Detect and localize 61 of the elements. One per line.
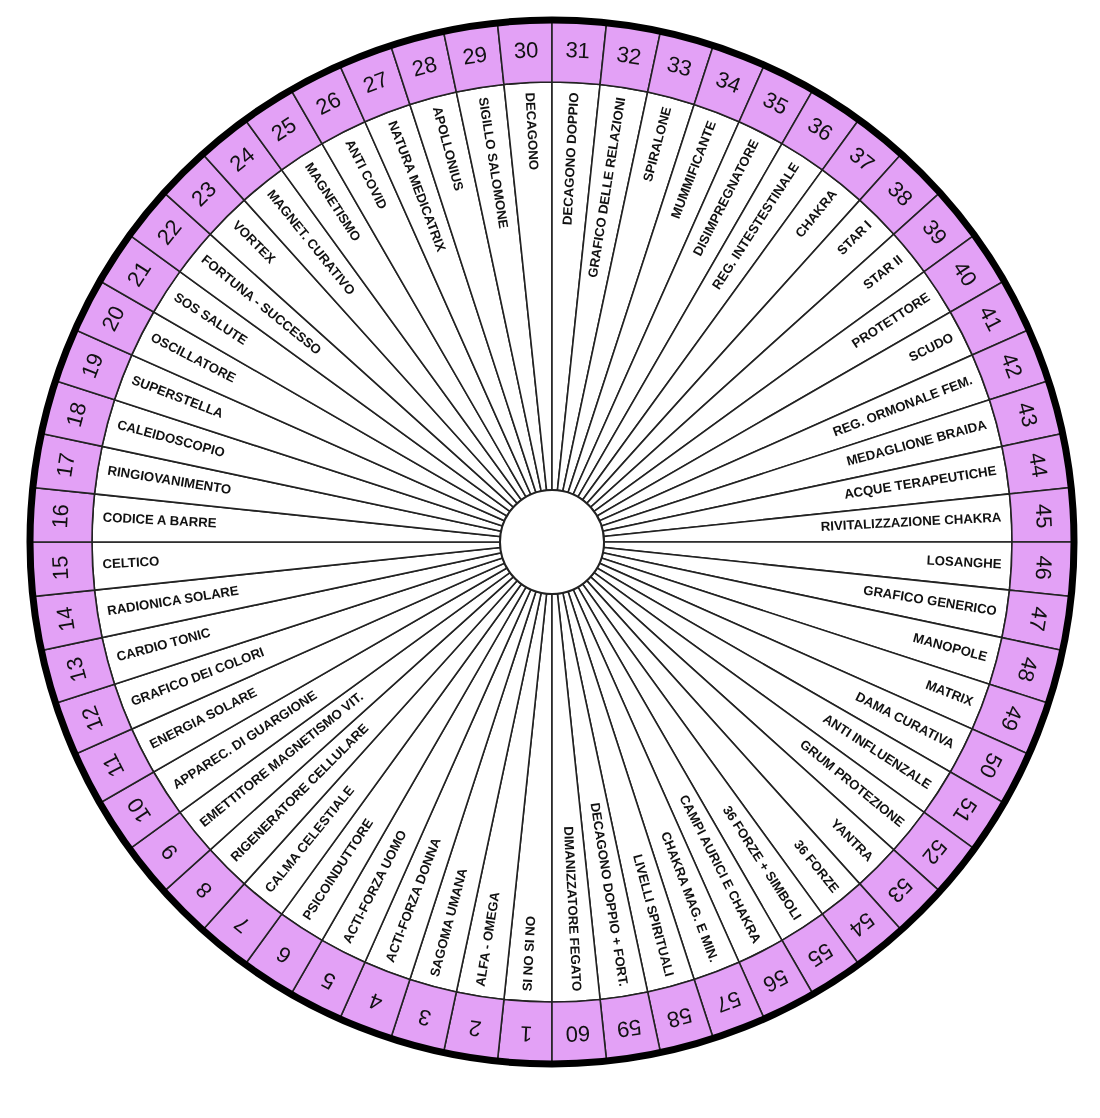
- sector-number: 17: [53, 451, 81, 480]
- wheel-sector: [602, 486, 1075, 543]
- sector-number: 24: [225, 143, 261, 178]
- sector-number: 34: [712, 68, 744, 100]
- sector-number: 28: [410, 52, 440, 83]
- sector-number: 38: [882, 177, 917, 212]
- sector-number: 23: [187, 177, 222, 212]
- sector-number: 54: [843, 906, 879, 941]
- sector-number: 52: [916, 833, 951, 869]
- sector-number: 53: [882, 872, 917, 907]
- sector-number: 26: [312, 88, 346, 121]
- sector-number: 14: [53, 604, 81, 633]
- sector-number: 1: [519, 1020, 534, 1045]
- sector-number: 42: [994, 350, 1026, 382]
- sector-number: 25: [267, 113, 302, 147]
- sector-number: 10: [123, 792, 157, 827]
- sector-number: 15: [49, 554, 75, 581]
- sector-number: 44: [1023, 451, 1051, 480]
- sector-number: 50: [973, 748, 1006, 782]
- sector-number: 51: [947, 792, 981, 827]
- sector-number: 56: [758, 963, 792, 996]
- sector-number: 12: [78, 702, 110, 734]
- sector-number: 13: [62, 654, 93, 684]
- sector-number: 4: [366, 987, 387, 1014]
- sector-number: 22: [153, 215, 188, 251]
- sector-number: 60: [564, 1019, 591, 1045]
- sector-number: 9: [157, 838, 184, 864]
- sector-number: 30: [513, 39, 540, 65]
- sector-number: 18: [62, 400, 93, 430]
- sector-number: 27: [360, 68, 392, 100]
- sector-number: 11: [98, 749, 131, 781]
- sector-number: 7: [230, 910, 256, 937]
- sector-number: 39: [916, 215, 951, 251]
- sector-number: 41: [973, 302, 1006, 336]
- sector-number: 5: [318, 966, 340, 993]
- sector-number: 32: [614, 43, 643, 71]
- sector-number: 59: [614, 1013, 643, 1041]
- sector-number: 16: [49, 503, 75, 530]
- sector-number: 8: [192, 876, 218, 902]
- sector-number: 36: [802, 113, 837, 147]
- sector-number: 47: [1023, 604, 1051, 633]
- sector-number: 33: [664, 52, 694, 83]
- sector-number: 46: [1029, 554, 1055, 581]
- sector-number: 43: [1011, 400, 1042, 430]
- sector-number: 2: [467, 1014, 484, 1040]
- sector-number: 58: [664, 1001, 694, 1032]
- sector-number: 6: [272, 940, 297, 968]
- sector-number: 57: [712, 984, 744, 1016]
- sector-number: 37: [843, 143, 879, 178]
- sector-number: 49: [994, 702, 1026, 734]
- sector-number: 29: [461, 43, 490, 71]
- sector-number: 21: [123, 257, 157, 292]
- sector-number: 45: [1029, 503, 1055, 530]
- sector-number: 31: [564, 39, 591, 65]
- sector-number: 40: [947, 257, 981, 292]
- sector-number: 35: [758, 88, 792, 121]
- sector-number: 55: [802, 937, 837, 971]
- sector-number: 19: [78, 350, 110, 382]
- sector-number: 3: [415, 1003, 434, 1030]
- sector-number: 20: [98, 302, 131, 336]
- sector-number: 48: [1011, 654, 1042, 684]
